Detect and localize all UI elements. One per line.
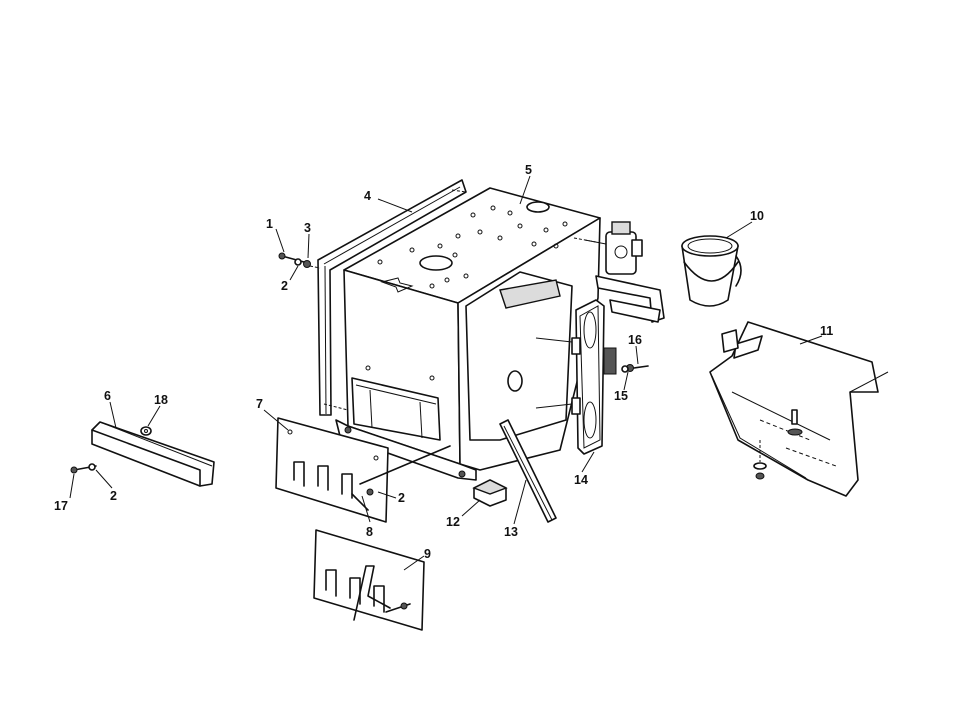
part-4-side-panel xyxy=(317,179,467,416)
part-13-rod xyxy=(499,419,557,523)
part-12-block xyxy=(472,479,508,507)
callout-15: 15 xyxy=(614,389,628,403)
callout-2: 2 xyxy=(398,491,405,505)
callout-8: 8 xyxy=(366,525,373,539)
part-1-2-3-fasteners xyxy=(278,252,311,268)
part-7-slotted-plate xyxy=(275,417,389,523)
part-17-bolt xyxy=(70,463,97,474)
part-11-tray xyxy=(709,321,889,497)
callout-labels: 1 3 2 4 5 10 11 16 15 14 6 18 7 17 2 2 8… xyxy=(54,163,833,561)
callout-leaders xyxy=(69,175,823,571)
rear-mounting-bracket xyxy=(595,275,665,323)
assembly-leaders xyxy=(309,189,597,411)
part-18-washer xyxy=(140,426,152,436)
callout-10: 10 xyxy=(750,209,764,223)
callout-16: 16 xyxy=(628,333,642,347)
callout-13: 13 xyxy=(504,525,518,539)
part-9-slotted-plate xyxy=(313,529,425,631)
regulator-valve xyxy=(584,221,643,275)
callout-14: 14 xyxy=(574,473,588,487)
part-15-16-fasteners xyxy=(621,364,649,373)
callout-11: 11 xyxy=(820,324,833,338)
part-14-cover xyxy=(535,299,617,455)
part-10-bucket xyxy=(681,235,742,307)
callout-18: 18 xyxy=(154,393,168,407)
callout-3: 3 xyxy=(304,221,311,235)
callout-6: 6 xyxy=(104,389,111,403)
callout-7: 7 xyxy=(256,397,263,411)
callout-12: 12 xyxy=(446,515,460,529)
callout-5: 5 xyxy=(525,163,532,177)
part-5-main-box xyxy=(335,187,601,481)
callout-2: 2 xyxy=(281,279,288,293)
callout-2: 2 xyxy=(110,489,117,503)
part-6-angle-bracket xyxy=(91,421,215,487)
callout-4: 4 xyxy=(364,189,371,203)
callout-9: 9 xyxy=(424,547,431,561)
callout-17: 17 xyxy=(54,499,68,513)
callout-1: 1 xyxy=(266,217,273,231)
